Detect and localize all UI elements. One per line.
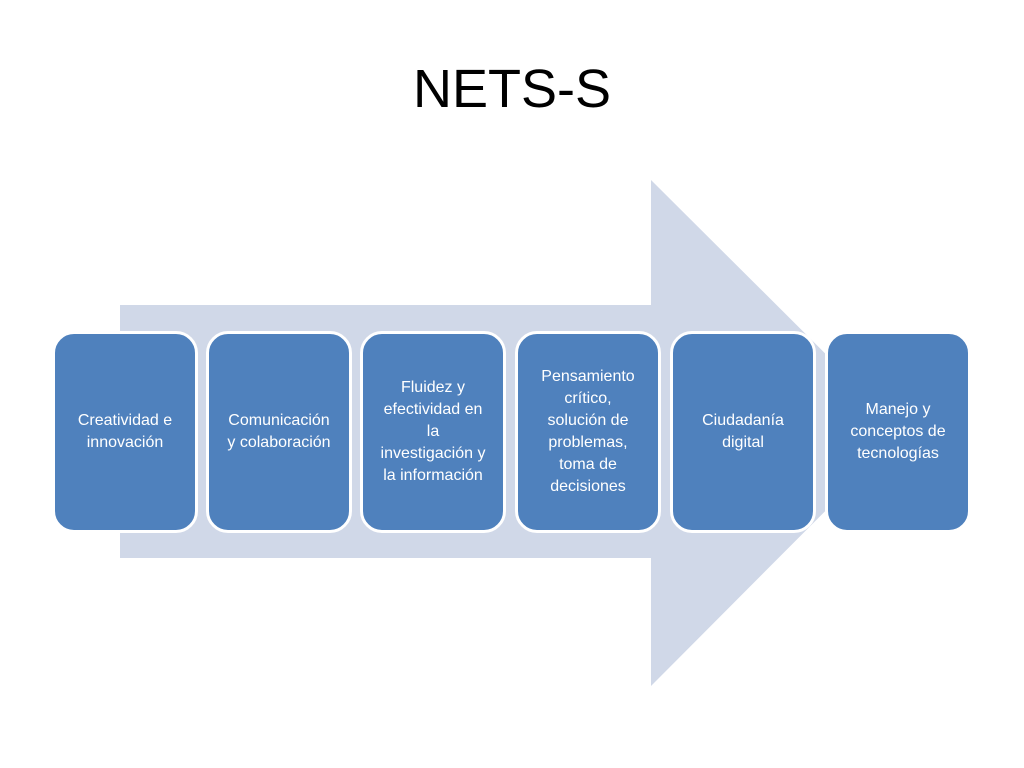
step-label: Manejo y conceptos de tecnologías [850,401,946,462]
step-box-ciudadania: Ciudadanía digital [670,331,816,533]
step-label: Pensamiento crítico, solución de problem… [541,368,635,495]
step-box-creatividad: Creatividad e innovación [52,331,198,533]
step-box-comunicacion: Comunicación y colaboración [206,331,352,533]
step-label: Fluidez y efectividad en la investigació… [380,379,486,484]
step-box-pensamiento: Pensamiento crítico, solución de problem… [515,331,661,533]
step-label: Ciudadanía digital [702,412,784,451]
slide-title: NETS-S [412,59,612,119]
step-box-fluidez: Fluidez y efectividad en la investigació… [360,331,506,533]
step-box-manejo: Manejo y conceptos de tecnologías [825,331,971,533]
step-label: Creatividad e innovación [77,412,173,451]
step-label: Comunicación y colaboración [227,412,331,451]
arrow-shape [120,180,904,686]
